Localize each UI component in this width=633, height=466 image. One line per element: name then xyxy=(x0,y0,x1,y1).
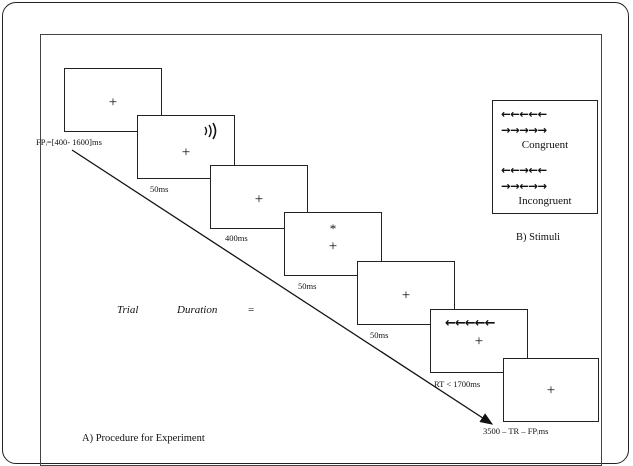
fixation-cross: + xyxy=(181,144,191,161)
screen3-label: 400ms xyxy=(225,233,248,243)
flanker-arrows: ←←←←← xyxy=(445,316,495,331)
screen4-label: 50ms xyxy=(298,281,317,291)
congruent-row-right: →→→→→ xyxy=(501,123,547,137)
screen6-label: RT < 1700ms xyxy=(434,379,481,389)
fixation-cross: + xyxy=(254,191,264,208)
timeline-arrow xyxy=(71,149,494,425)
equals-sign: = xyxy=(248,304,255,316)
congruent-row-left: ←←←←← xyxy=(501,107,547,121)
screen-fixation-4: + xyxy=(503,358,599,422)
screen2-label: 50ms xyxy=(150,184,169,194)
stimuli-box: ←←←←← →→→→→ Congruent ←←→←← →→←→→ Incong… xyxy=(492,100,598,214)
incongruent-label: Incongruent xyxy=(518,195,572,207)
fixation-cross: + xyxy=(401,287,411,304)
congruent-label: Congruent xyxy=(521,139,569,151)
fixation-cross: + xyxy=(474,333,484,350)
stimuli-caption: B) Stimuli xyxy=(516,232,561,243)
fixation-cross: + xyxy=(108,94,118,111)
procedure-caption: A) Procedure for Experiment xyxy=(82,433,205,444)
incongruent-row-2: →→←→→ xyxy=(501,179,547,193)
screen7-label: 3500 – TR – FPᵢms xyxy=(483,426,549,436)
incongruent-row-1: ←←→←← xyxy=(501,163,547,177)
trial-word: Trial xyxy=(117,304,139,316)
fixation-cross: + xyxy=(328,238,338,255)
target-star: * xyxy=(329,221,337,236)
duration-word: Duration xyxy=(177,304,218,316)
sound-wave-icon xyxy=(204,122,217,140)
screen5-label: 50ms xyxy=(370,330,389,340)
screen1-label: FPᵢ=[400- 1600]ms xyxy=(36,137,102,147)
fixation-cross: + xyxy=(546,382,556,399)
